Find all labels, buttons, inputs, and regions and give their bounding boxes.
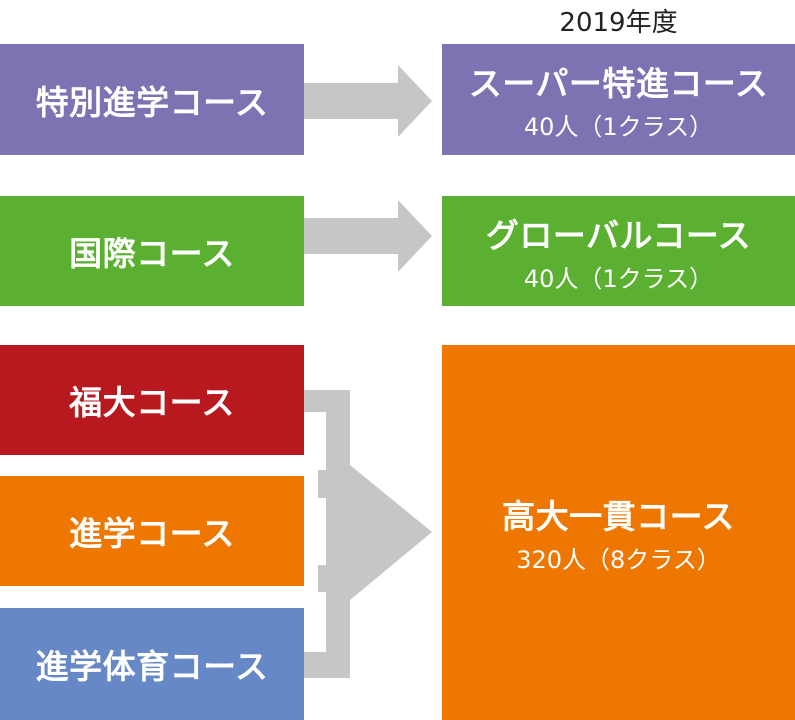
arrow-purple-transition [304, 65, 432, 137]
old-course-kokusai: 国際コース [0, 196, 304, 306]
old-course-label: 進学コース [69, 514, 235, 553]
old-course-shingaku-taiiku: 進学体育コース [0, 608, 304, 720]
year-label: 2019年度 [559, 8, 678, 38]
old-course-label: 国際コース [69, 234, 235, 273]
new-course-capacity: 40人（1クラス） [523, 113, 714, 141]
old-course-label: 特別進学コース [35, 82, 269, 122]
new-course-capacity: 320人（8クラス） [516, 546, 721, 574]
new-course-label: 高大一貫コース [502, 497, 735, 536]
arrow-green-transition [304, 200, 432, 272]
new-course-label: スーパー特進コース [468, 64, 769, 103]
old-course-fukudai: 福大コース [0, 345, 304, 455]
new-course-super-tokushin: スーパー特進コース 40人（1クラス） [442, 44, 795, 155]
arrow-merge-transition [304, 390, 432, 678]
old-course-shingaku: 進学コース [0, 476, 304, 586]
old-course-tokubetsu-shingaku: 特別進学コース [0, 44, 304, 155]
new-course-label: グローバルコース [485, 215, 752, 255]
new-course-koudai-ikkan: 高大一貫コース 320人（8クラス） [442, 345, 795, 720]
old-course-label: 福大コース [69, 383, 235, 422]
old-course-label: 進学体育コース [35, 647, 269, 686]
new-course-capacity: 40人（1クラス） [523, 264, 714, 293]
new-course-global: グローバルコース 40人（1クラス） [442, 196, 795, 306]
